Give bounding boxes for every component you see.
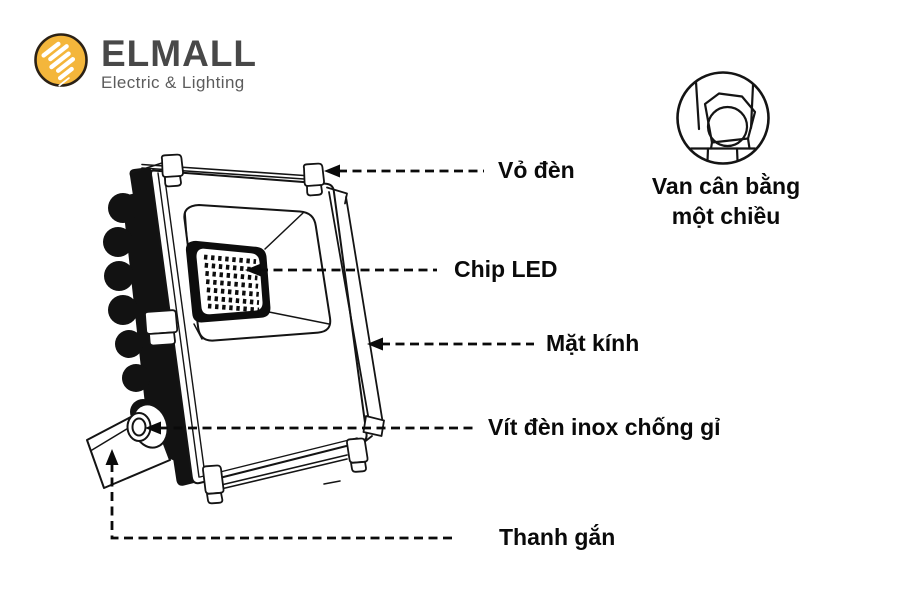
face-bevel-lines [157,171,358,478]
callout-arrows [110,169,534,540]
bottom-clip-right [346,437,369,473]
led-chip-panel [185,240,271,323]
bottom-clip-left [202,464,225,505]
brand-tagline: Electric & Lighting [101,73,245,92]
bottom-rod [220,454,348,490]
arrow-thanh-gan [110,463,456,540]
reflector-walls [184,211,330,340]
valve-detail-circle [676,71,770,165]
label-thanh-gan: Thanh gắn [499,524,616,550]
label-van-line2: một chiều [671,203,781,229]
elmall-logo-icon [34,33,88,87]
label-vit-den: Vít đèn inox chống gỉ [488,414,721,440]
side-clip [144,309,179,347]
label-van-line1: Van cân bằng [651,173,801,199]
brand-text-block: ELMALL Electric & Lighting [101,30,257,93]
label-chip-led: Chip LED [454,256,558,282]
label-vo-den: Vỏ đèn [498,157,575,183]
brand-name: ELMALL [101,33,258,74]
top-clip-right [302,162,325,197]
top-clip-left [160,153,184,188]
label-mat-kinh: Mặt kính [546,330,640,356]
label-van-can-bang: Van cân bằng một chiều [616,171,836,231]
led-dot-grid [203,254,260,313]
arrowheads [105,164,383,465]
glass-panel [326,186,385,444]
brand-logo: ELMALL Electric & Lighting [33,30,257,93]
